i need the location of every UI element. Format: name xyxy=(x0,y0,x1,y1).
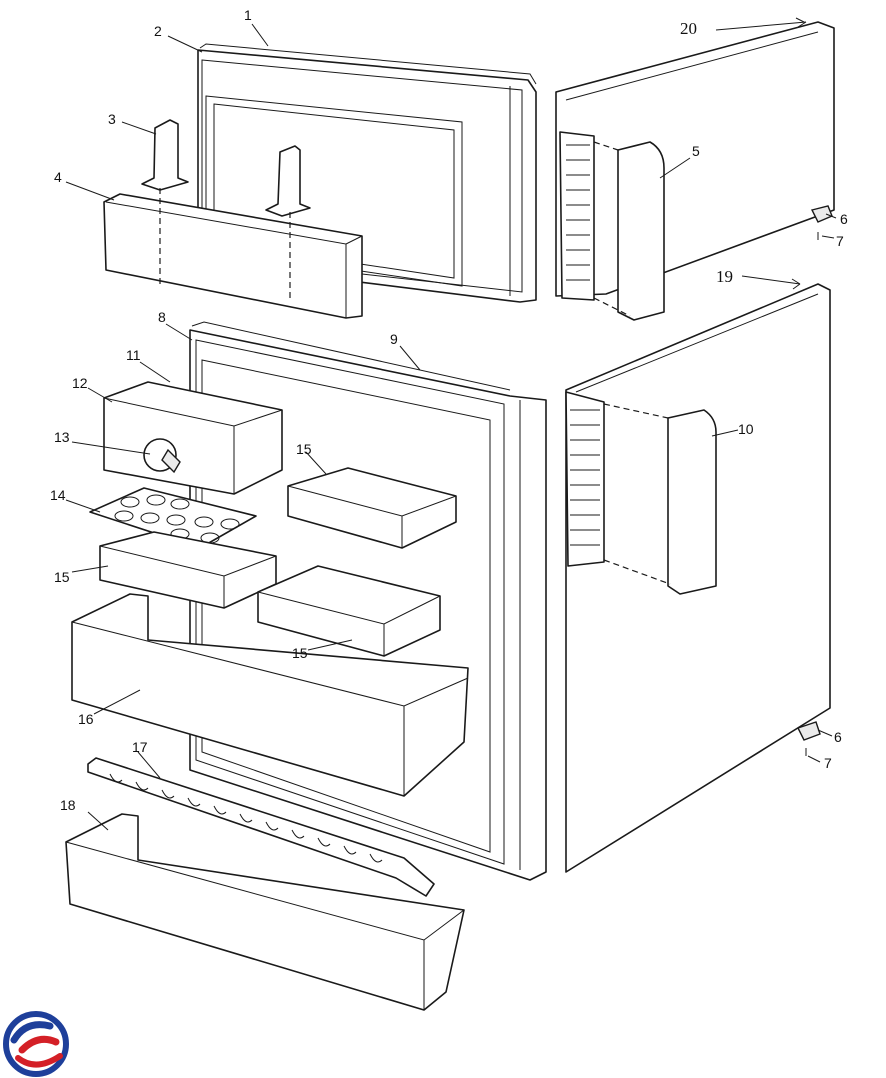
leader-lines xyxy=(65,17,837,831)
label-17: 17 xyxy=(132,739,148,755)
fridge-door-gasket-edge xyxy=(565,391,605,567)
label-19: 19 xyxy=(716,267,733,286)
freezer-door-shelf xyxy=(103,193,363,319)
label-7-bottom: 7 xyxy=(824,755,832,771)
label-13: 13 xyxy=(54,429,70,445)
label-6-bottom: 6 xyxy=(834,729,842,745)
label-11: 11 xyxy=(126,347,141,363)
label-6-top: 6 xyxy=(840,211,848,227)
label-20: 20 xyxy=(680,19,697,38)
label-7-top: 7 xyxy=(836,233,844,249)
label-15-middle: 15 xyxy=(292,645,308,661)
label-4: 4 xyxy=(54,169,62,185)
label-16: 16 xyxy=(78,711,94,727)
label-8: 8 xyxy=(158,309,166,325)
fridge-door-handle xyxy=(667,409,717,595)
label-2: 2 xyxy=(154,23,162,39)
storage-tray-upper xyxy=(287,467,457,549)
label-14: 14 xyxy=(50,487,66,503)
freezer-door-gasket-edge xyxy=(559,131,595,301)
label-15-upper: 15 xyxy=(296,441,312,457)
label-15-left: 15 xyxy=(54,569,70,585)
label-12: 12 xyxy=(72,375,88,391)
door-bar-support-left xyxy=(141,119,189,191)
storage-tray-left xyxy=(99,531,277,609)
label-1: 1 xyxy=(244,7,252,23)
temperature-control-housing xyxy=(103,381,283,495)
brand-swirl-logo-icon xyxy=(3,1011,69,1077)
label-10: 10 xyxy=(738,421,754,437)
label-3: 3 xyxy=(108,111,116,127)
label-18: 18 xyxy=(60,797,76,813)
freezer-door-handle xyxy=(617,141,665,321)
egg-tray xyxy=(89,487,257,549)
hinge-bottom xyxy=(797,721,821,741)
door-bar-support-right xyxy=(265,145,311,217)
bottle-retainer-bar xyxy=(87,757,435,897)
crisper-drawer xyxy=(71,593,469,797)
label-5: 5 xyxy=(692,143,700,159)
freezer-outer-door xyxy=(555,21,835,297)
label-9: 9 xyxy=(390,331,398,347)
storage-tray-middle xyxy=(257,565,441,657)
door-bottle-bin xyxy=(65,813,465,1011)
